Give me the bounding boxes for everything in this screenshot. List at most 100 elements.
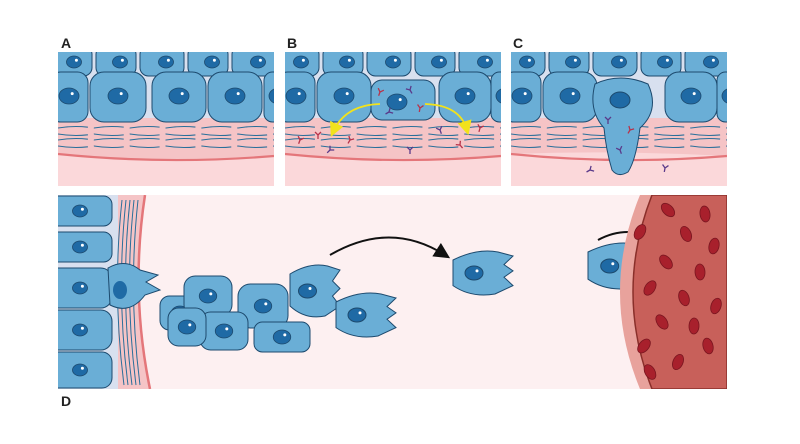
nucleus <box>609 91 631 109</box>
protease-enzyme <box>377 87 385 96</box>
nucleus <box>293 55 309 69</box>
nucleus <box>600 258 620 274</box>
nucleolus <box>188 323 192 327</box>
nucleolus <box>345 92 349 96</box>
nucleolus <box>485 58 489 62</box>
nucleolus <box>711 58 715 62</box>
nucleus <box>511 87 533 105</box>
nucleolus <box>439 58 443 62</box>
red-blood-cell <box>710 297 722 315</box>
protease-enzyme <box>405 85 413 94</box>
panel-label-b: B <box>287 35 298 51</box>
nucleolus <box>74 58 78 62</box>
nucleus <box>431 55 447 69</box>
extracellular-space <box>58 195 727 389</box>
protease-enzyme <box>385 107 394 115</box>
red-blood-cell <box>643 364 657 380</box>
red-blood-cell <box>672 353 684 371</box>
red-blood-cell <box>678 289 690 307</box>
collagen-fibre <box>285 145 501 149</box>
nucleus <box>454 87 476 105</box>
nucleolus <box>573 58 577 62</box>
nucleus <box>559 87 581 105</box>
protease-enzyme <box>604 116 612 124</box>
nucleolus <box>283 333 287 337</box>
connective-tissue <box>285 154 501 186</box>
red-blood-cell <box>655 314 669 330</box>
protease-enzyme <box>627 125 635 134</box>
nucleus <box>703 55 719 69</box>
collagen-fibre <box>58 145 274 149</box>
red-blood-cell <box>660 202 676 218</box>
nucleolus <box>166 58 170 62</box>
nucleus <box>477 55 493 69</box>
red-blood-cell <box>702 337 714 355</box>
nucleus <box>333 87 355 105</box>
nucleus <box>611 55 627 69</box>
nucleolus <box>665 58 669 62</box>
nucleolus <box>508 92 511 95</box>
protease-enzyme <box>406 146 414 154</box>
panel-d <box>58 195 727 389</box>
protease-enzyme <box>314 131 322 139</box>
panel-c <box>511 52 727 186</box>
nucleolus <box>258 58 262 62</box>
nucleus <box>72 323 88 337</box>
nucleus <box>721 88 727 104</box>
nucleolus <box>236 92 240 96</box>
epithelial-cell <box>716 71 727 123</box>
nucleolus <box>692 92 696 96</box>
nucleus <box>250 55 266 69</box>
migration-arrow <box>329 236 451 259</box>
red-blood-cell <box>659 254 673 270</box>
red-blood-cell <box>699 205 711 223</box>
panel-label-a: A <box>61 35 72 51</box>
nucleus <box>214 323 234 339</box>
red-blood-cell <box>694 263 706 281</box>
protease-enzyme <box>477 124 484 133</box>
nucleus <box>495 88 501 104</box>
nucleus <box>385 55 401 69</box>
panel-label-d: D <box>61 393 72 409</box>
nucleus <box>58 87 80 105</box>
nucleolus <box>120 58 124 62</box>
nucleus <box>519 55 535 69</box>
nucleus <box>168 87 190 105</box>
red-blood-cell <box>679 226 693 242</box>
nucleus <box>565 55 581 69</box>
nucleus <box>657 55 673 69</box>
nucleolus <box>297 92 301 96</box>
nucleolus <box>523 92 527 96</box>
nucleus <box>272 329 292 345</box>
nucleolus <box>475 269 479 273</box>
nucleus <box>72 281 88 295</box>
panel-b <box>285 52 511 186</box>
protease-enzyme <box>347 135 355 144</box>
invading-cell <box>592 77 653 176</box>
nucleus <box>158 55 174 69</box>
basement-membrane <box>58 152 274 162</box>
nucleus <box>253 298 273 314</box>
nucleus <box>198 288 218 304</box>
nucleus <box>285 87 307 105</box>
nucleus <box>268 88 274 104</box>
protease-enzyme <box>417 104 424 113</box>
nucleolus <box>527 58 531 62</box>
nucleolus <box>619 58 623 62</box>
panel-label-c: C <box>513 35 524 51</box>
nucleolus <box>80 284 84 288</box>
nucleolus <box>225 327 229 331</box>
nucleolus <box>301 58 305 62</box>
protease-enzyme <box>615 145 623 154</box>
red-blood-cell <box>633 224 647 240</box>
protease-enzyme <box>326 145 335 154</box>
nucleolus <box>209 292 213 296</box>
nucleolus <box>70 92 74 96</box>
nucleus <box>347 307 367 323</box>
nucleus <box>113 281 127 299</box>
nucleolus <box>180 92 184 96</box>
nucleus <box>680 87 702 105</box>
collagen-fibre <box>58 133 274 137</box>
nucleus <box>224 87 246 105</box>
protease-enzyme <box>297 135 305 144</box>
